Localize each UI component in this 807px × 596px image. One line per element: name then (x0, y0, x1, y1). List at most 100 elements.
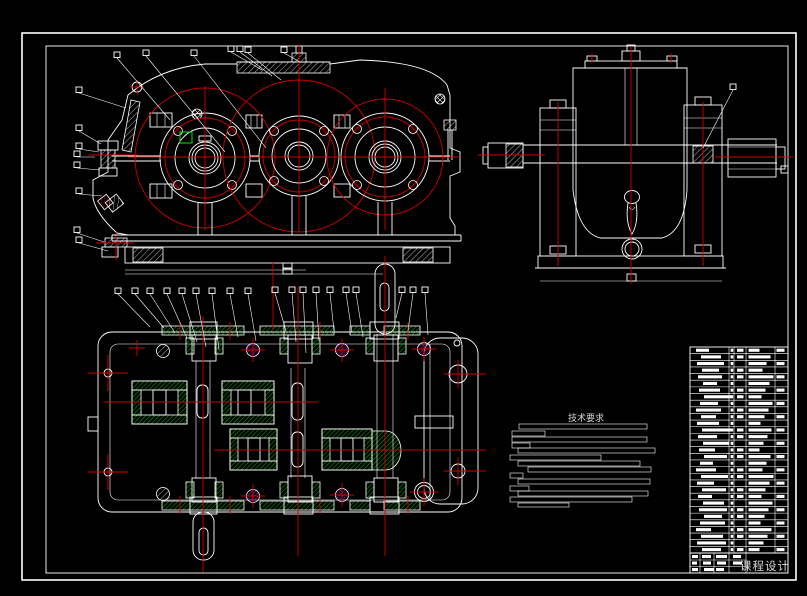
table-cell-text-block (730, 488, 734, 492)
bearing-bore-2 (222, 44, 376, 233)
balloon-label[interactable] (75, 124, 83, 131)
table-cell-text-block (748, 528, 772, 532)
leader-line (181, 293, 198, 343)
balloon-label[interactable] (190, 49, 198, 56)
shaft-3 (374, 256, 396, 556)
leader-line (78, 193, 103, 197)
table-cell-text-block (748, 474, 774, 479)
tech-req-line-box (517, 460, 641, 467)
balloon-label[interactable] (326, 286, 334, 293)
leader-line (117, 293, 151, 328)
balloon-label[interactable] (178, 287, 186, 294)
balloon-label[interactable] (244, 287, 252, 294)
balloon-label[interactable] (421, 286, 429, 293)
table-cell-text-block (696, 408, 721, 412)
balloon-label[interactable] (75, 86, 83, 93)
balloon-label[interactable] (236, 45, 244, 52)
table-cell-text-block (697, 421, 719, 425)
table-cell-text-block (776, 534, 785, 538)
balloon-label[interactable] (288, 286, 296, 293)
leader-line (302, 292, 307, 354)
balloon-label[interactable] (280, 46, 288, 53)
table-cell-text-block (698, 435, 717, 439)
balloon-label[interactable] (244, 46, 252, 53)
table-cell-text-block (698, 494, 712, 498)
bearing-bore-3 (326, 88, 444, 230)
leader-line (166, 293, 188, 339)
table-cell-text-block (692, 561, 697, 565)
table-cell-text-block (737, 355, 744, 359)
balloon-label[interactable] (271, 286, 279, 293)
table-cell-text-block (737, 474, 744, 479)
balloon-label[interactable] (398, 286, 406, 293)
balloon-label[interactable] (312, 286, 320, 293)
table-cell-text-block (748, 488, 766, 492)
gear-hub (371, 430, 402, 471)
balloon-label[interactable] (73, 161, 81, 168)
balloon-label[interactable] (131, 287, 139, 294)
balloon-label[interactable] (73, 226, 81, 233)
table-cell-text-block (730, 534, 734, 538)
table-cell-text-block (730, 514, 734, 518)
table-cell-text-block (703, 501, 724, 505)
leader-line (145, 55, 226, 153)
table-cell-text-block (737, 494, 744, 498)
table-cell-text-block (701, 534, 723, 538)
tech-requirements-title: 技术要求 (568, 412, 604, 424)
table-cell-text-block (730, 528, 734, 532)
flange-bolts (149, 112, 351, 199)
table-cell-text-block (730, 395, 734, 399)
balloon-label[interactable] (73, 150, 81, 157)
table-cell-text-block (730, 441, 734, 445)
tech-req-line-box (509, 496, 633, 503)
leader-line (239, 51, 273, 77)
table-cell-text-block (748, 375, 774, 379)
balloon-label[interactable] (75, 142, 83, 149)
table-cell-text-block (748, 455, 771, 459)
table-cell-text-block (733, 555, 741, 559)
table-cell-text-block (717, 561, 726, 565)
table-cell-text-block (748, 355, 771, 359)
gear-train-upper (131, 380, 304, 425)
flange-holes (88, 337, 486, 508)
balloon-label[interactable] (163, 287, 171, 294)
balloon-label[interactable] (342, 286, 350, 293)
table-cell-text-block (776, 548, 785, 552)
balloon-label[interactable] (227, 45, 235, 52)
tech-req-line-box (527, 466, 652, 473)
balloon-label[interactable] (208, 287, 216, 294)
table-cell-text-block (730, 348, 734, 352)
balloon-label[interactable] (114, 287, 122, 294)
leader-line (134, 293, 165, 329)
balloon-label[interactable] (75, 236, 83, 243)
table-cell-text-block (776, 455, 785, 459)
balloon-label[interactable] (192, 287, 200, 294)
leader-line (247, 293, 257, 342)
table-cell-text-block (748, 541, 764, 545)
balloon-label[interactable] (299, 286, 307, 293)
balloon-label[interactable] (729, 83, 737, 90)
table-cell-text-block (748, 494, 762, 498)
balloon-label[interactable] (146, 287, 154, 294)
leader-line (229, 293, 239, 338)
selection-box[interactable] (179, 131, 193, 144)
balloon-label[interactable] (142, 49, 150, 56)
table-cell-text-block (776, 375, 785, 379)
plan-section-view (87, 256, 486, 572)
balloon-label[interactable] (113, 51, 121, 58)
table-cell-text-block (776, 388, 785, 392)
balloon-label[interactable] (226, 287, 234, 294)
table-cell-text-block (700, 461, 713, 465)
table-cell-text-block (730, 375, 734, 379)
tech-req-line-box (509, 472, 524, 479)
table-cell-text-block (730, 435, 734, 439)
balloon-label[interactable] (352, 286, 360, 293)
tech-requirements: 技术要求 (509, 412, 656, 508)
balloon-label[interactable] (409, 286, 417, 293)
balloon-label[interactable] (75, 187, 83, 194)
table-cell-text-block (702, 548, 721, 552)
table-cell-text-block (703, 441, 729, 445)
table-cell-text-block (776, 481, 785, 485)
